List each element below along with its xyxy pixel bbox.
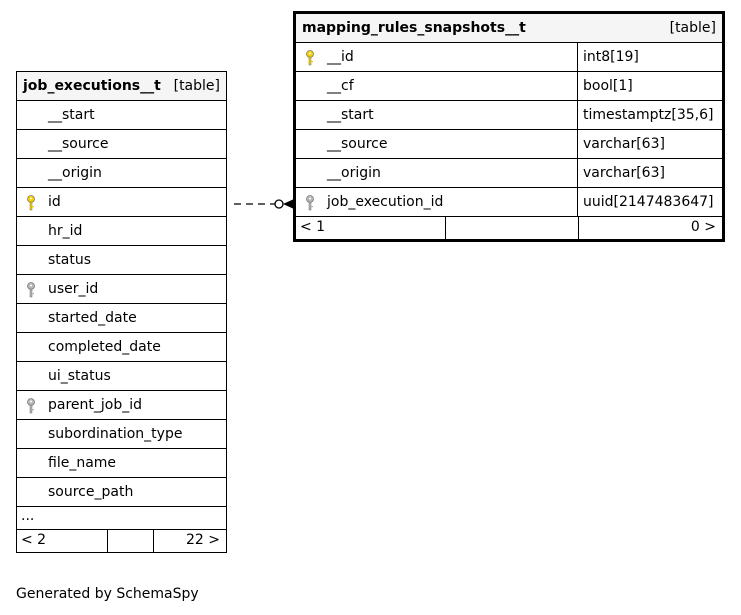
column-name: hr_id	[48, 223, 83, 239]
column-datatype: timestamptz[35,6]	[583, 107, 714, 123]
column-name: __origin	[48, 165, 102, 181]
table-footer: < 2 22 >	[17, 530, 226, 552]
column-name-cell: __cf	[296, 72, 578, 100]
column-row[interactable]: parent_job_id	[17, 391, 226, 420]
table-name: mapping_rules_snapshots__t	[302, 20, 526, 36]
column-row[interactable]: __origin	[17, 159, 226, 188]
primary-key-icon	[306, 50, 314, 66]
column-datatype: int8[19]	[583, 49, 639, 65]
table-header: mapping_rules_snapshots__t [table]	[296, 14, 722, 43]
column-row[interactable]: status	[17, 246, 226, 275]
column-row[interactable]: __source	[17, 130, 226, 159]
column-name: __origin	[327, 165, 381, 181]
column-row[interactable]: __start timestamptz[35,6]	[296, 101, 722, 130]
column-name: parent_job_id	[48, 397, 143, 413]
column-row[interactable]: source_path	[17, 478, 226, 507]
column-name: started_date	[48, 310, 137, 326]
column-name: __source	[48, 136, 109, 152]
footer-divider	[445, 217, 446, 239]
column-row[interactable]: __origin varchar[63]	[296, 159, 722, 188]
column-datatype: varchar[63]	[583, 165, 665, 181]
table-type: [table]	[669, 20, 716, 36]
column-row[interactable]: __source varchar[63]	[296, 130, 722, 159]
column-name: __source	[327, 136, 388, 152]
relationship-optional-circle	[274, 199, 284, 209]
table-type: [table]	[173, 78, 220, 94]
column-name: job_execution_id	[327, 194, 444, 210]
foreign-key-icon	[306, 195, 314, 211]
column-name: __start	[48, 107, 95, 123]
column-datatype: varchar[63]	[583, 136, 665, 152]
column-row[interactable]: ui_status	[17, 362, 226, 391]
footer-divider	[107, 530, 108, 552]
column-row[interactable]: started_date	[17, 304, 226, 333]
column-row[interactable]: file_name	[17, 449, 226, 478]
column-name: __cf	[327, 78, 354, 94]
column-name: source_path	[48, 484, 134, 500]
foreign-key-icon	[27, 398, 35, 414]
column-row[interactable]: __start	[17, 101, 226, 130]
column-row[interactable]: subordination_type	[17, 420, 226, 449]
column-name: ui_status	[48, 368, 111, 384]
foreign-key-icon	[27, 282, 35, 298]
footer-divider	[153, 530, 154, 552]
column-name: id	[48, 194, 61, 210]
column-row[interactable]: job_execution_id uuid[2147483647]	[296, 188, 722, 217]
relationship-crowfoot	[283, 199, 294, 209]
table-name: job_executions__t	[23, 78, 161, 94]
table-job-executions[interactable]: job_executions__t [table] __start __sourc…	[16, 71, 227, 553]
footer-parents[interactable]: < 2	[21, 532, 47, 548]
column-row[interactable]: completed_date	[17, 333, 226, 362]
column-name: subordination_type	[48, 426, 183, 442]
column-name: completed_date	[48, 339, 161, 355]
generated-by-caption: Generated by SchemaSpy	[16, 586, 199, 602]
footer-divider	[578, 217, 579, 239]
column-name-cell: __origin	[296, 159, 578, 187]
table-mapping-rules-snapshots[interactable]: mapping_rules_snapshots__t [table] __id i…	[293, 11, 725, 242]
primary-key-icon	[27, 195, 35, 211]
column-row[interactable]: id	[17, 188, 226, 217]
footer-children[interactable]: 0 >	[690, 219, 716, 235]
column-name-cell: __source	[296, 130, 578, 158]
column-row[interactable]: user_id	[17, 275, 226, 304]
column-name-cell: __start	[296, 101, 578, 129]
column-name-cell: job_execution_id	[296, 188, 578, 216]
column-row[interactable]: __cf bool[1]	[296, 72, 722, 101]
table-header: job_executions__t [table]	[17, 72, 226, 101]
column-datatype: uuid[2147483647]	[583, 194, 714, 210]
column-datatype: bool[1]	[583, 78, 633, 94]
column-row[interactable]: __id int8[19]	[296, 43, 722, 72]
footer-parents[interactable]: < 1	[300, 219, 326, 235]
column-name: __start	[327, 107, 374, 123]
column-name: user_id	[48, 281, 99, 297]
column-row[interactable]: hr_id	[17, 217, 226, 246]
more-columns: ...	[17, 507, 226, 530]
column-name-cell: __id	[296, 43, 578, 71]
footer-children[interactable]: 22 >	[186, 532, 220, 548]
column-name: file_name	[48, 455, 117, 471]
column-name: status	[48, 252, 92, 268]
table-footer: < 1 0 >	[296, 217, 722, 239]
column-name: __id	[327, 49, 354, 65]
